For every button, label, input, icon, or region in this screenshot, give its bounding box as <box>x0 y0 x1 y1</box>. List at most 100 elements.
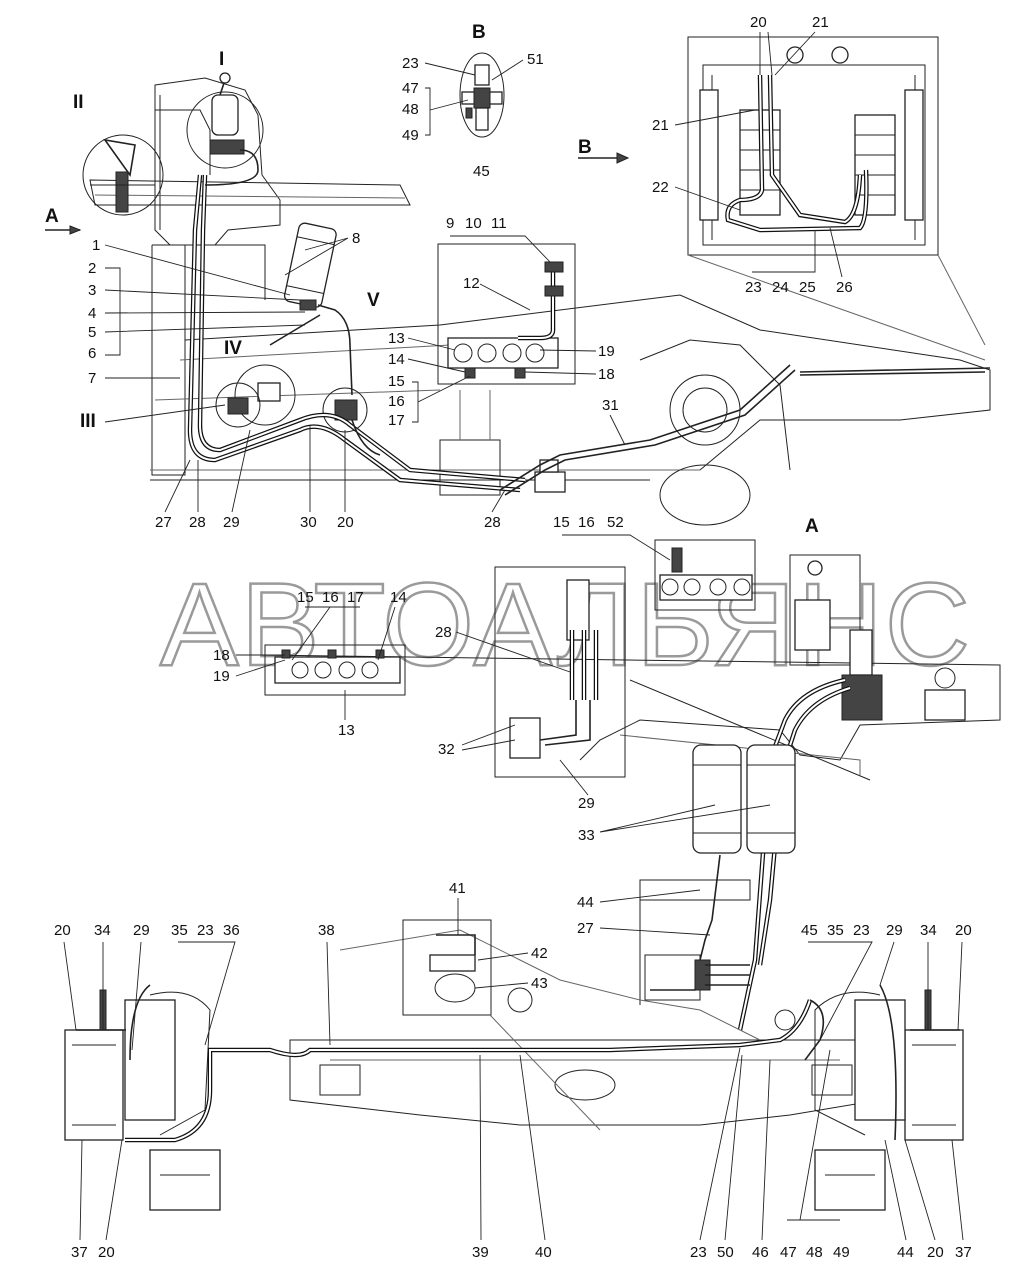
label-17-a: 17 <box>388 412 405 429</box>
label-28-c: 28 <box>435 624 452 641</box>
view-V-detail <box>322 387 368 433</box>
view-letters: I II III IV V A B B A <box>45 22 819 537</box>
label-8: 8 <box>352 230 360 247</box>
label-35-L: 35 <box>171 922 188 939</box>
label-23-R: 23 <box>853 922 870 939</box>
label-16-b: 16 <box>578 514 595 531</box>
label-9: 9 <box>446 215 454 232</box>
label-16-c: 16 <box>322 589 339 606</box>
label-40: 40 <box>535 1244 552 1261</box>
label-44-B: 44 <box>897 1244 914 1261</box>
view-letter-B-arrow: B <box>578 137 592 158</box>
label-5: 5 <box>88 324 96 341</box>
label-29-c: 29 <box>578 795 595 812</box>
label-29-R: 29 <box>886 922 903 939</box>
hoses-top <box>187 149 991 496</box>
label-17-c: 17 <box>347 589 364 606</box>
view-letter-IV: IV <box>224 338 242 359</box>
view-I-valve <box>186 72 264 169</box>
label-18-a: 18 <box>598 366 615 383</box>
label-15-a: 15 <box>388 373 405 390</box>
label-13-c: 13 <box>338 722 355 739</box>
label-13-a: 13 <box>388 330 405 347</box>
label-28-a: 28 <box>189 514 206 531</box>
label-48-top: 48 <box>402 101 419 118</box>
label-1: 1 <box>92 237 100 254</box>
label-6: 6 <box>88 345 96 362</box>
label-34-L: 34 <box>94 922 111 939</box>
axle-assembly <box>64 919 964 1211</box>
label-30: 30 <box>300 514 317 531</box>
label-19-a: 19 <box>598 343 615 360</box>
air-tank-8 <box>283 222 337 311</box>
label-29-L: 29 <box>133 922 150 939</box>
view-letter-A-arrow: A <box>45 206 59 227</box>
label-42: 42 <box>531 945 548 962</box>
label-22: 22 <box>652 179 669 196</box>
view-letter-II: II <box>73 92 84 113</box>
label-20-BR: 20 <box>927 1244 944 1261</box>
label-52: 52 <box>607 514 624 531</box>
label-27-a: 27 <box>155 514 172 531</box>
label-19-c: 19 <box>213 668 230 685</box>
label-20-B: 20 <box>750 14 767 31</box>
label-12: 12 <box>463 275 480 292</box>
view-letter-A-detail: A <box>805 516 819 537</box>
label-16-a: 16 <box>388 393 405 410</box>
label-29-a: 29 <box>223 514 240 531</box>
label-7: 7 <box>88 370 96 387</box>
label-24: 24 <box>772 279 789 296</box>
label-23-top: 23 <box>402 55 419 72</box>
label-51: 51 <box>527 51 544 68</box>
view-letter-I: I <box>219 49 224 70</box>
view-IV-detail <box>234 364 296 426</box>
label-47-top: 47 <box>402 80 419 97</box>
label-26: 26 <box>836 279 853 296</box>
label-11: 11 <box>491 215 507 232</box>
label-14-a: 14 <box>388 351 405 368</box>
label-23-B: 23 <box>745 279 762 296</box>
view-letter-B-top: B <box>472 22 486 43</box>
label-37-R: 37 <box>955 1244 972 1261</box>
middle-assembly <box>259 539 1001 1031</box>
label-21-B2: 21 <box>652 117 669 134</box>
view-letter-V: V <box>367 290 380 311</box>
view-B-detail <box>459 52 505 138</box>
part-labels: 1 2 3 4 5 6 7 8 23 47 48 49 51 45 9 10 1… <box>54 14 972 1261</box>
label-39: 39 <box>472 1244 489 1261</box>
view-II-detail <box>82 134 164 216</box>
view-letter-III: III <box>80 411 96 432</box>
label-33: 33 <box>578 827 595 844</box>
label-38: 38 <box>318 922 335 939</box>
label-31: 31 <box>602 397 619 414</box>
label-3: 3 <box>88 282 96 299</box>
label-20-a: 20 <box>337 514 354 531</box>
label-44-a: 44 <box>577 894 594 911</box>
label-48-B: 48 <box>806 1244 823 1261</box>
label-41: 41 <box>449 880 466 897</box>
label-43: 43 <box>531 975 548 992</box>
label-34-R: 34 <box>920 922 937 939</box>
label-15-c: 15 <box>297 589 314 606</box>
label-28-b: 28 <box>484 514 501 531</box>
label-2: 2 <box>88 260 96 277</box>
label-4: 4 <box>88 305 96 322</box>
label-45-R: 45 <box>801 922 818 939</box>
label-25: 25 <box>799 279 816 296</box>
view-B-inset <box>687 36 986 361</box>
label-15-b: 15 <box>553 514 570 531</box>
label-47-B: 47 <box>780 1244 797 1261</box>
label-50: 50 <box>717 1244 734 1261</box>
label-49-top: 49 <box>402 127 419 144</box>
label-32: 32 <box>438 741 455 758</box>
label-21-B1: 21 <box>812 14 829 31</box>
label-18-c: 18 <box>213 647 230 664</box>
label-20-BL: 20 <box>98 1244 115 1261</box>
label-23-L: 23 <box>197 922 214 939</box>
label-35-R: 35 <box>827 922 844 939</box>
label-10: 10 <box>465 215 482 232</box>
label-14-c: 14 <box>390 589 407 606</box>
manifold-detail-box <box>437 243 576 385</box>
